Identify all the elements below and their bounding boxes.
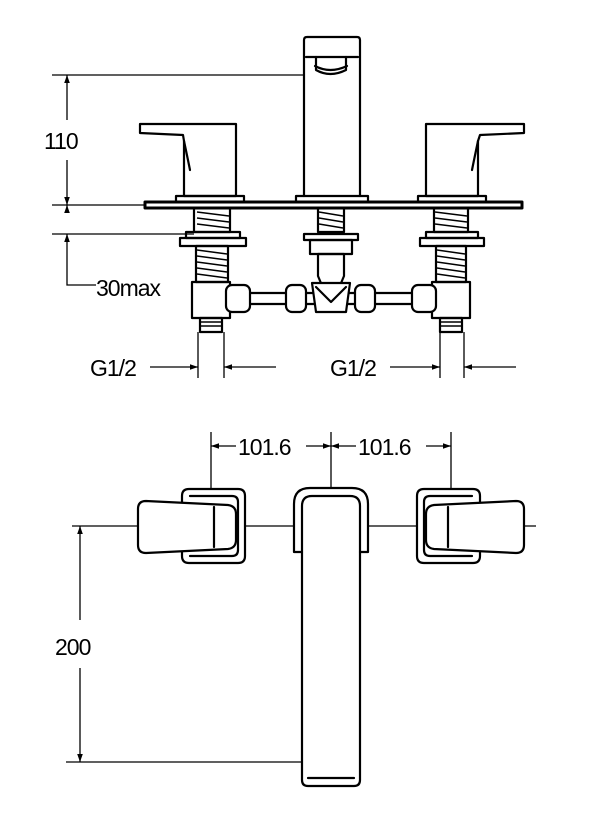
dimension-spacing-right-label: 101.6 xyxy=(358,434,411,460)
dimension-g12-right: G1/2 xyxy=(330,332,516,381)
deck-plate xyxy=(143,200,524,210)
dimension-110-label: 110 xyxy=(44,128,78,154)
dimension-30max: 30max xyxy=(52,205,194,301)
dimension-g12-left: G1/2 xyxy=(90,332,276,381)
dimension-101-6: 101.6 101.6 xyxy=(210,432,452,496)
dimension-110: 110 xyxy=(44,74,304,206)
spout-plan xyxy=(292,486,370,788)
left-shank-threads xyxy=(196,211,230,279)
connecting-pipe xyxy=(224,281,438,314)
right-shank-threads xyxy=(434,211,468,279)
dimension-200: 200 xyxy=(55,526,302,763)
left-shank xyxy=(178,206,248,334)
left-handle-side xyxy=(138,122,246,204)
spout-side xyxy=(294,35,370,204)
left-handle-plan xyxy=(136,487,247,565)
dimension-30max-label: 30max xyxy=(96,275,162,301)
right-shank xyxy=(418,206,486,334)
dimension-g12-left-label: G1/2 xyxy=(90,355,136,381)
right-handle-side xyxy=(416,122,526,204)
right-handle-plan xyxy=(415,487,526,565)
side-view: 110 30max G1/2 G1/2 xyxy=(44,35,526,381)
dimension-g12-right-label: G1/2 xyxy=(330,355,376,381)
dimension-200-label: 200 xyxy=(55,634,91,660)
dimension-spacing-left-label: 101.6 xyxy=(238,434,291,460)
top-view: 101.6 101.6 xyxy=(55,432,536,788)
center-shank xyxy=(302,206,360,302)
